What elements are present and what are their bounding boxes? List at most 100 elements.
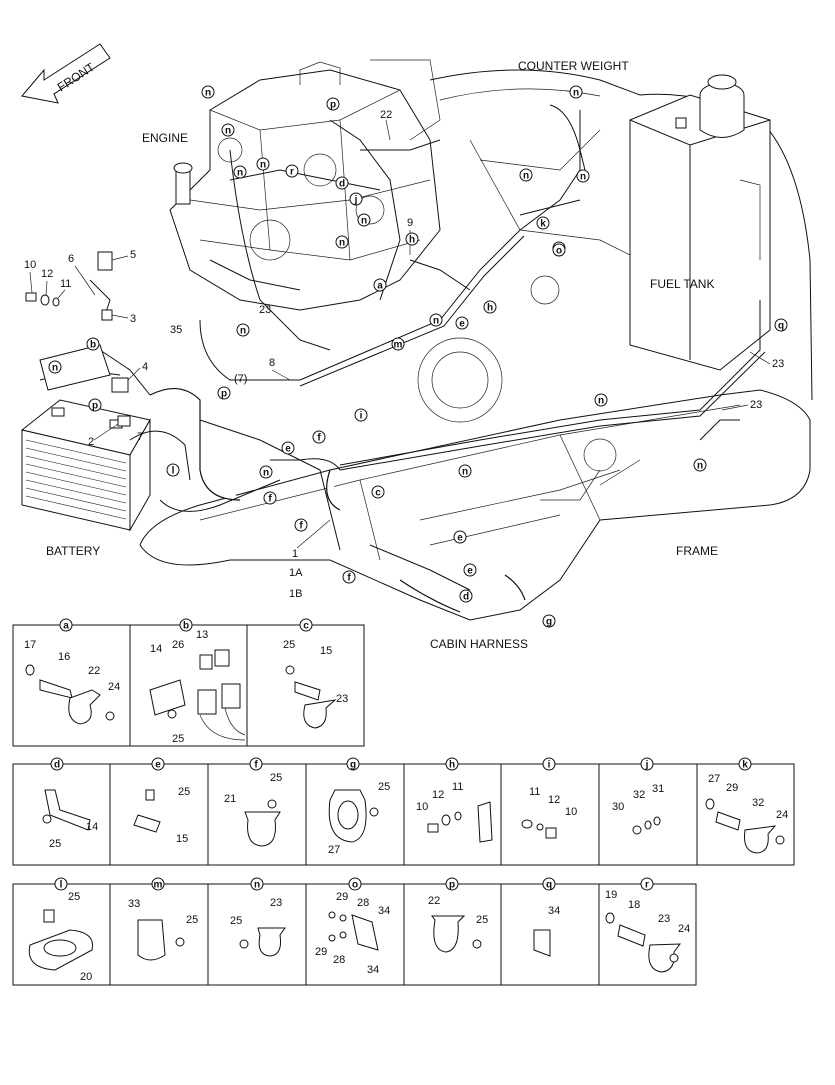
callout-n: n — [569, 85, 583, 99]
engine-label: ENGINE — [142, 131, 188, 145]
part-23-engine: 23 — [259, 304, 271, 316]
svg-text:n: n — [52, 363, 58, 374]
svg-text:k: k — [742, 760, 748, 771]
detail-f-part-21: 21 — [224, 793, 236, 805]
battery — [20, 399, 151, 532]
callout-n: n — [519, 168, 533, 182]
detail-b-part-26: 26 — [172, 639, 184, 651]
detail-d-part-14: 14 — [86, 821, 98, 833]
svg-text:n: n — [462, 467, 468, 478]
callout-e: e — [453, 530, 467, 544]
part-12: 12 — [41, 268, 53, 280]
panel-m-drawing — [137, 919, 185, 961]
leader-lines — [29, 119, 771, 549]
svg-text:g: g — [546, 617, 552, 628]
part-9: 9 — [407, 217, 413, 229]
callout-f: f — [342, 570, 356, 584]
part-5: 5 — [130, 249, 136, 261]
panel-k-drawing — [705, 798, 785, 854]
detail-p-part-25: 25 — [476, 914, 488, 926]
detail-k-part-32: 32 — [752, 797, 764, 809]
svg-text:m: m — [394, 340, 403, 351]
svg-text:n: n — [598, 396, 604, 407]
detail-panel-c-label: c — [299, 618, 313, 632]
detail-panel-f-label: f — [249, 757, 263, 771]
svg-text:n: n — [697, 461, 703, 472]
callout-j: j — [349, 192, 363, 206]
engine — [169, 59, 441, 311]
detail-panel-o-label: o — [348, 877, 362, 891]
panel-g-drawing — [328, 789, 379, 843]
panel-l-drawing — [28, 909, 94, 971]
detail-o-part-34: 34 — [378, 905, 390, 917]
part-3: 3 — [130, 313, 136, 325]
callout-n: n — [259, 465, 273, 479]
detail-panel-d-label: d — [50, 757, 64, 771]
detail-b-part-25: 25 — [172, 733, 184, 745]
detail-h-part-11: 11 — [452, 781, 463, 793]
detail-j-part-30: 30 — [612, 801, 624, 813]
detail-e-part-15: 15 — [176, 833, 188, 845]
svg-text:n: n — [240, 326, 246, 337]
panel-o-drawing — [328, 911, 379, 951]
svg-text:d: d — [339, 179, 345, 190]
detail-l-part-25: 25 — [68, 891, 80, 903]
detail-panel-g-label: g — [346, 757, 360, 771]
part-23-frame: 23 — [750, 399, 762, 411]
callout-n: n — [236, 323, 250, 337]
svg-text:n: n — [237, 168, 243, 179]
svg-text:c: c — [303, 621, 309, 632]
detail-panel-a-label: a — [59, 618, 73, 632]
part-1: 1 — [292, 548, 298, 560]
detail-o-part-34: 34 — [367, 964, 379, 976]
callout-r: r — [285, 164, 299, 178]
svg-text:r: r — [290, 167, 294, 178]
svg-text:p: p — [449, 880, 455, 891]
detail-i-part-12: 12 — [548, 794, 560, 806]
detail-m-part-25: 25 — [186, 914, 198, 926]
detail-i-part-10: 10 — [565, 806, 577, 818]
panel-j-drawing — [632, 816, 661, 835]
front-arrow-icon — [21, 43, 111, 104]
svg-text:n: n — [361, 216, 367, 227]
callout-k: k — [536, 216, 550, 230]
callout-i: i — [354, 408, 368, 422]
svg-text:p: p — [92, 401, 98, 412]
detail-k-part-29: 29 — [726, 782, 738, 794]
part-35: 35 — [170, 324, 182, 336]
svg-text:r: r — [645, 880, 649, 891]
detail-panel-e-label: e — [151, 757, 165, 771]
part-8: 8 — [269, 357, 275, 369]
svg-text:n: n — [254, 880, 260, 891]
callout-n: n — [256, 157, 270, 171]
detail-b-part-13: 13 — [196, 629, 208, 641]
panel-f-drawing — [244, 799, 281, 847]
svg-text:j: j — [354, 195, 358, 206]
part-23-tank: 23 — [772, 358, 784, 370]
wire-harness — [39, 104, 766, 613]
svg-text:e: e — [457, 533, 463, 544]
panel-a-drawing — [25, 664, 115, 725]
callout-p: p — [326, 97, 340, 111]
callout-f: f — [263, 491, 277, 505]
detail-c-part-15: 15 — [320, 645, 332, 657]
callout-n: n — [221, 123, 235, 137]
detail-panel-h-label: h — [445, 757, 459, 771]
detail-r-part-19: 19 — [605, 889, 617, 901]
panel-q-drawing — [533, 929, 551, 957]
hardware-stack — [25, 251, 131, 427]
callout-n: n — [576, 169, 590, 183]
svg-text:l: l — [172, 466, 175, 477]
detail-row-1 — [12, 624, 365, 747]
detail-h-part-12: 12 — [432, 789, 444, 801]
detail-j-part-31: 31 — [652, 783, 664, 795]
svg-text:d: d — [54, 760, 60, 771]
svg-text:f: f — [268, 494, 272, 505]
part-1b: 1B — [289, 588, 302, 600]
svg-text:e: e — [459, 319, 465, 330]
callout-n: n — [357, 213, 371, 227]
svg-text:l: l — [60, 880, 63, 891]
detail-p-part-22: 22 — [428, 895, 440, 907]
